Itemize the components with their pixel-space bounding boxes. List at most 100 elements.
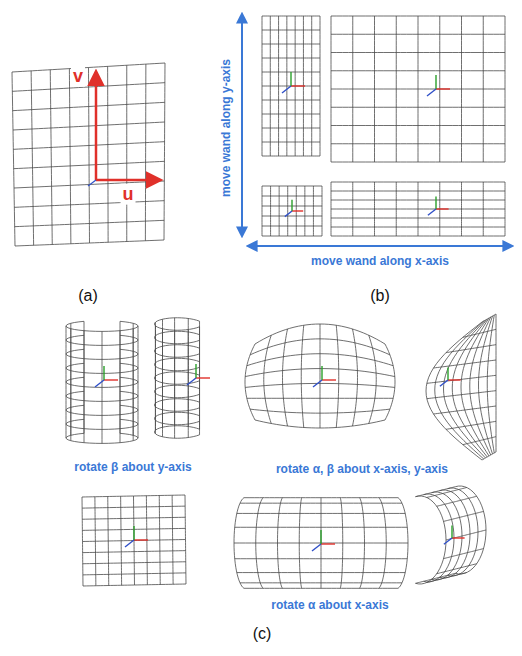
grid-line — [322, 186, 323, 236]
axis-stroke — [196, 377, 210, 378]
tall-grid — [262, 16, 320, 156]
grid-line — [82, 517, 185, 519]
cylinder-x-front — [234, 498, 408, 589]
grid-line — [262, 236, 322, 237]
grid-line — [434, 406, 496, 414]
v-axis-arrow — [95, 72, 98, 180]
grid-line — [279, 186, 280, 236]
grid-line — [31, 71, 34, 245]
grid-line — [331, 52, 505, 53]
grid-line — [250, 339, 390, 355]
axis-stroke — [321, 543, 335, 544]
axis-glyphs — [95, 72, 465, 551]
grid-line — [331, 125, 505, 126]
grid-line — [244, 497, 398, 498]
grid-line — [13, 122, 165, 130]
grid-line — [455, 486, 486, 574]
mini-axes — [285, 200, 303, 217]
large-grid — [331, 16, 505, 162]
flat-grid — [82, 495, 186, 586]
axis-stroke — [427, 89, 436, 96]
grid-line — [255, 420, 385, 428]
grid-line — [301, 325, 304, 427]
mini-axes — [444, 525, 465, 544]
mini-axes — [440, 367, 461, 386]
axis-stroke — [440, 380, 448, 386]
cylinder-x-side — [415, 486, 486, 584]
grid-line — [262, 226, 322, 227]
mini-axes — [187, 364, 210, 385]
mini-axes — [312, 530, 335, 551]
rotation-label: rotate α, β about x-axis, y-axis — [274, 463, 450, 477]
grid-line — [66, 391, 138, 401]
axis-stroke — [291, 85, 305, 86]
grid-line — [385, 344, 395, 420]
grid-line — [331, 143, 505, 144]
axis-label: v — [71, 66, 85, 87]
axis-stroke — [95, 380, 104, 387]
normal-axis — [88, 180, 96, 186]
grid-line — [240, 503, 402, 504]
grid-line — [83, 551, 186, 553]
grid-line — [164, 63, 165, 240]
grid-line — [427, 573, 467, 583]
grid-line — [14, 161, 165, 168]
grid-line — [426, 322, 482, 460]
grid-line — [439, 490, 470, 578]
grid-line — [262, 100, 320, 101]
grid-line — [235, 527, 408, 528]
grid-line — [12, 72, 15, 246]
grid-line — [415, 496, 446, 584]
grid-line — [66, 377, 138, 387]
grid-line — [12, 83, 165, 92]
grid-line — [107, 66, 109, 242]
grid-line — [331, 218, 505, 219]
grid-line — [14, 201, 164, 208]
grid-line — [331, 236, 505, 237]
grid-line — [262, 114, 320, 115]
small-grid — [262, 186, 322, 236]
axis-stroke — [451, 525, 452, 538]
grid-line — [66, 433, 138, 443]
axis-stroke — [444, 538, 452, 544]
grid-line — [244, 588, 398, 589]
grid-line — [447, 488, 478, 576]
grid-line — [262, 196, 322, 197]
grid-line — [321, 498, 322, 589]
mini-axes — [95, 366, 118, 387]
grid-line — [262, 142, 320, 143]
axis-stroke — [104, 379, 118, 380]
motion-label: move wand along x-axis — [309, 255, 451, 269]
grid-line — [431, 492, 462, 580]
grid-line — [82, 495, 185, 497]
grid-line — [331, 89, 505, 90]
grid-line — [331, 182, 505, 183]
grid-line — [331, 162, 505, 163]
grid-line — [126, 65, 127, 241]
grid-line — [155, 331, 200, 343]
axis-stroke — [290, 72, 291, 86]
grid-line — [245, 344, 255, 420]
grid-line — [240, 582, 402, 583]
grid-line — [270, 186, 271, 236]
grid-line — [250, 409, 390, 413]
grid-line — [320, 324, 321, 428]
grid-line — [437, 564, 477, 574]
grid-line — [434, 360, 496, 368]
grid-line — [427, 487, 467, 497]
grid-line — [262, 156, 320, 157]
y-move-arrow — [241, 14, 243, 236]
grid-line — [446, 421, 496, 429]
grid-line — [155, 412, 200, 424]
grid-line — [247, 354, 393, 366]
grid-line — [437, 496, 477, 506]
grid-line — [262, 44, 320, 45]
rotation-label: rotate β about y-axis — [72, 461, 193, 475]
axis-stroke — [292, 210, 303, 211]
axis-stroke — [125, 540, 134, 547]
grid-line — [155, 399, 200, 411]
axis-stroke — [435, 196, 436, 209]
axis-stroke — [312, 544, 321, 551]
grid-line — [145, 64, 147, 241]
